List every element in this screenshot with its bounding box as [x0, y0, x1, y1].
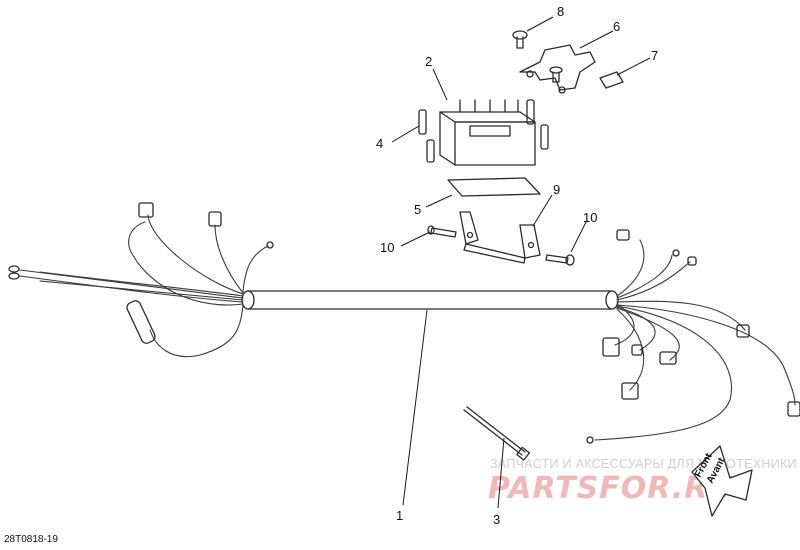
watermark-logo: PARTSFOR.RU [488, 471, 734, 506]
callout-4: 4 [376, 136, 383, 151]
leader-lines [391, 16, 651, 509]
battery-support [459, 211, 541, 264]
callout-2: 2 [425, 54, 432, 69]
cable-tie [463, 406, 531, 461]
callout-9: 9 [553, 182, 560, 197]
callout-3: 3 [493, 512, 500, 527]
front-direction-tag: Front Avant [691, 445, 753, 517]
battery-pads [418, 99, 549, 163]
callout-7: 7 [651, 48, 658, 63]
callout-labels: 1 2 3 4 5 6 7 8 9 10 10 [376, 4, 658, 527]
wiring-harness [8, 202, 800, 444]
callout-10-left: 10 [380, 240, 394, 255]
screws [512, 30, 563, 83]
battery-base-pad [447, 177, 541, 197]
callout-8: 8 [557, 4, 564, 19]
watermark-caption: ЗАПЧАСТИ И АКСЕССУАРЫ ДЛЯ МОТОТЕХНИКИ [490, 457, 797, 471]
callout-5: 5 [414, 202, 421, 217]
battery-holder-top [519, 44, 596, 94]
callout-1: 1 [396, 508, 403, 523]
bolts [427, 225, 575, 266]
battery [439, 99, 536, 166]
pad [599, 71, 624, 89]
figure-reference: 28T0818-19 [4, 534, 58, 545]
callout-10-right: 10 [583, 210, 597, 225]
callout-6: 6 [613, 19, 620, 34]
watermark: ЗАПЧАСТИ И АКСЕССУАРЫ ДЛЯ МОТОТЕХНИКИ PA… [488, 457, 797, 506]
